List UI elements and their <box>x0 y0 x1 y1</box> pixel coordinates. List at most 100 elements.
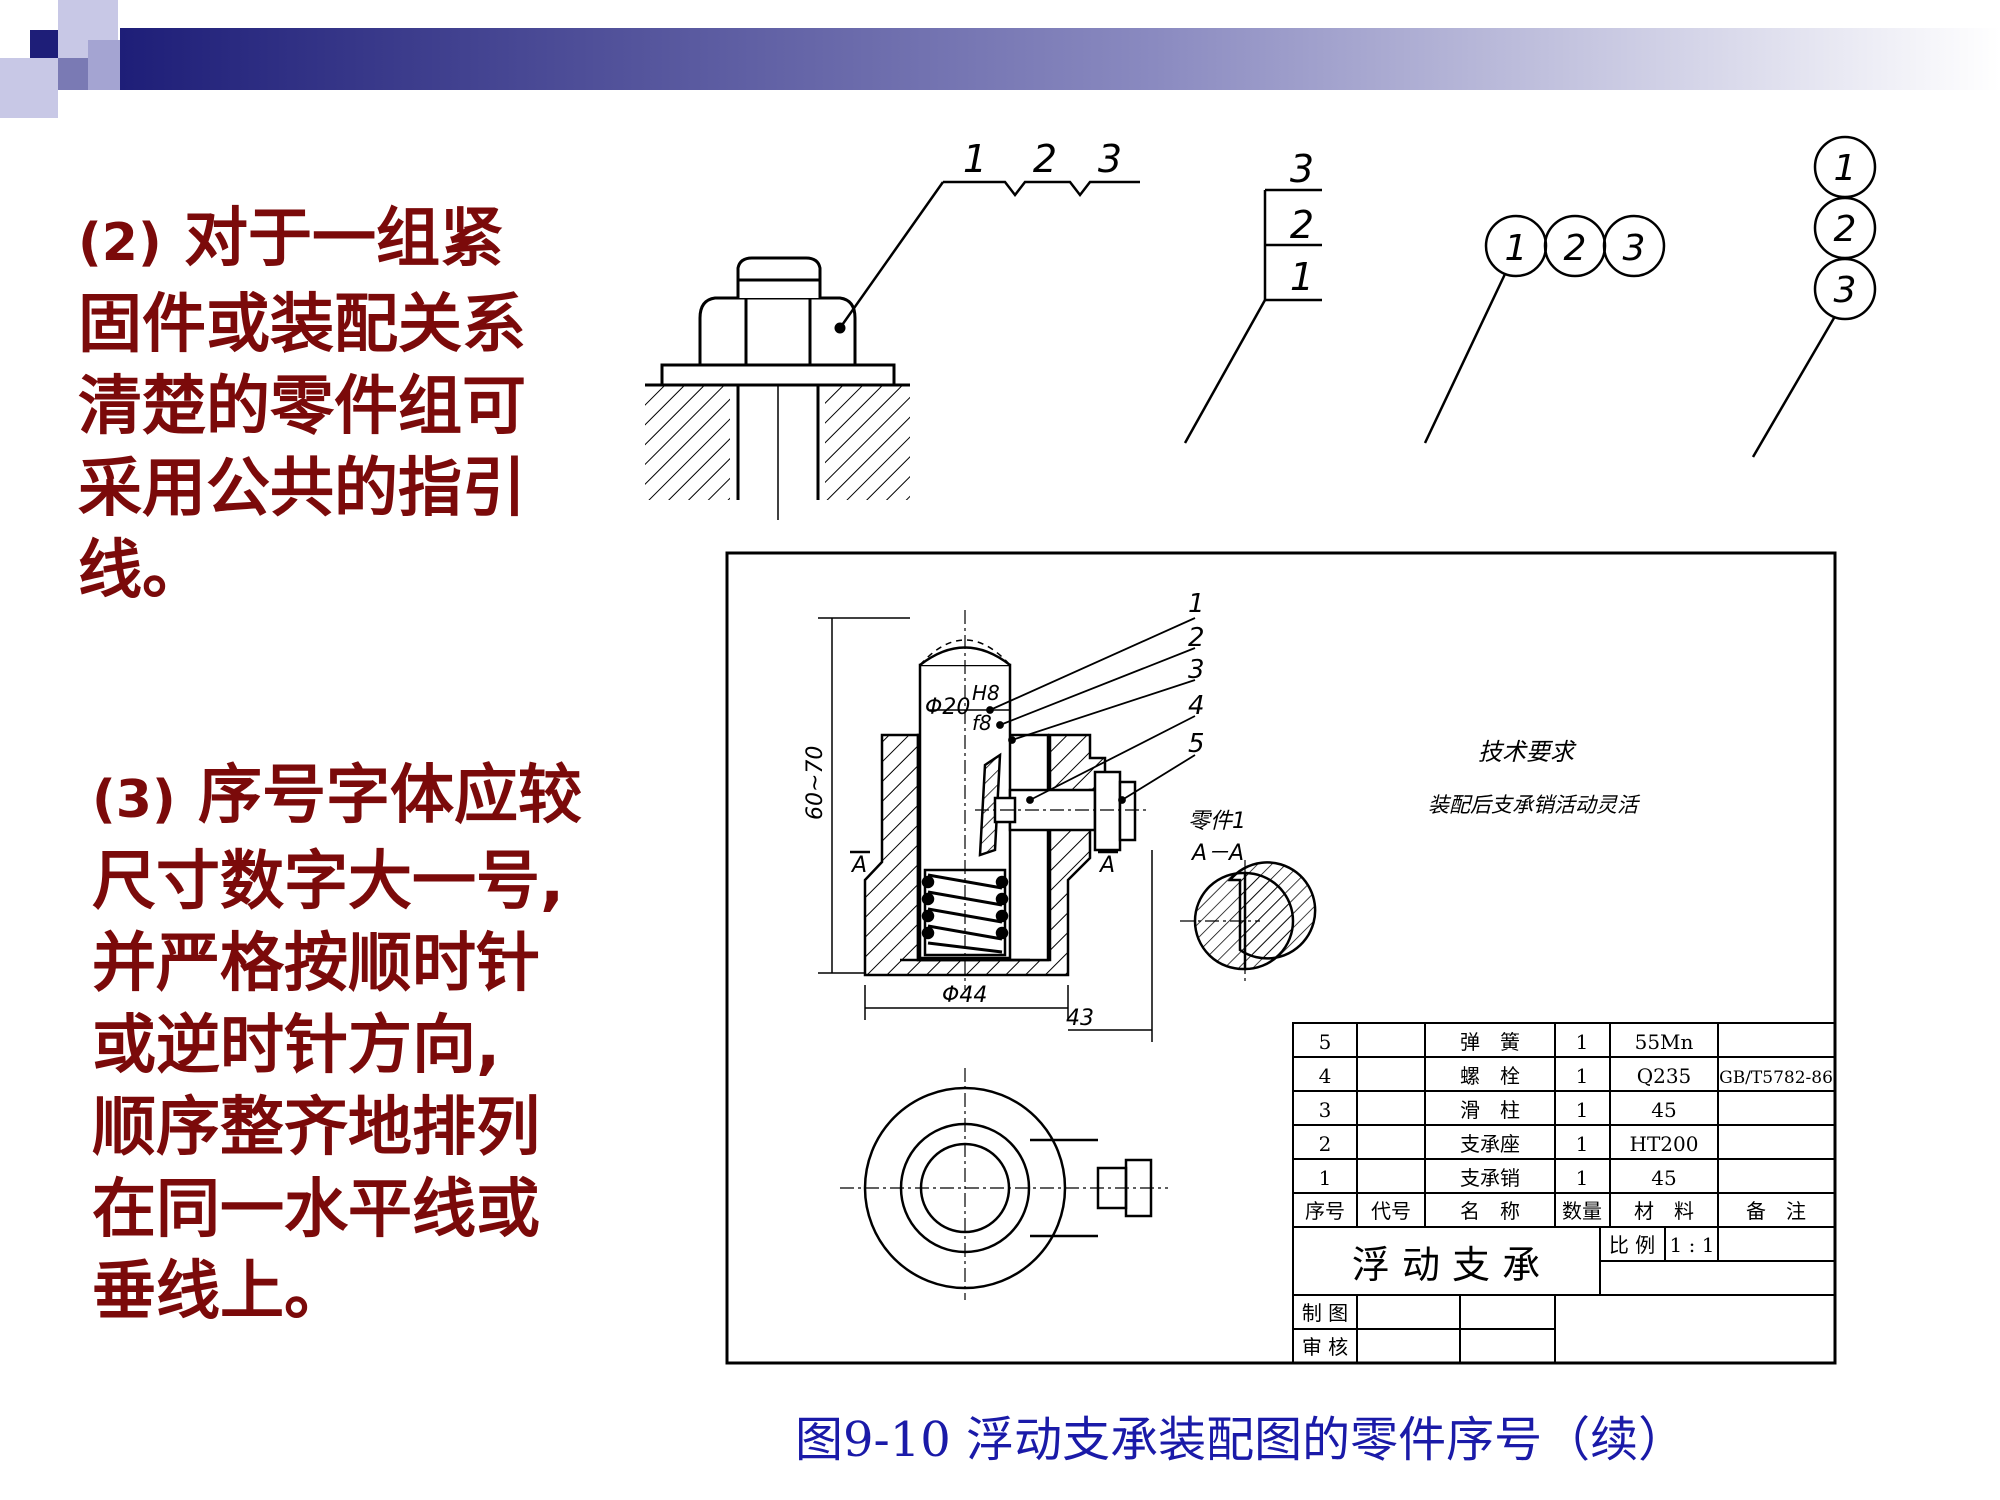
header-note: 备 注 <box>1746 1199 1806 1223</box>
row-name: 螺 栓 <box>1460 1064 1520 1088</box>
title-block: 浮 动 支 承 比 例 1 : 1 制 图 审 核 <box>1302 1233 1715 1359</box>
row-qty: 1 <box>1576 1064 1589 1088</box>
circle-col-label-2: 2 <box>1834 209 1857 250</box>
paragraph-2: (2) 对于一组紧 固件或装配关系 清楚的零件组可 采用公共的指引 线。 <box>78 198 526 612</box>
table-row: 3 滑 柱 1 45 <box>1319 1098 1677 1122</box>
paragraph-3-line-6: 在同一水平线或 <box>92 1173 540 1247</box>
drawing-title: 浮 动 支 承 <box>1352 1243 1540 1287</box>
section-mark-left: A <box>850 853 867 878</box>
header-code: 代号 <box>1371 1199 1411 1223</box>
paragraph-3-line-5: 顺序整齐地排列 <box>92 1091 540 1165</box>
stacked-label-3: 3 <box>1290 147 1314 191</box>
circle-row-label-3: 3 <box>1623 228 1646 269</box>
stacked-label-1: 1 <box>1290 255 1314 299</box>
header-no: 序号 <box>1305 1199 1345 1223</box>
row-no: 2 <box>1319 1132 1332 1156</box>
table-header-row: 序号 代号 名 称 数量 材 料 备 注 <box>1305 1199 1806 1223</box>
row-material: 55Mn <box>1635 1030 1694 1054</box>
assembly-frame <box>725 551 1837 1365</box>
row-no: 1 <box>1319 1166 1332 1190</box>
dim-fit-upper: H8 <box>972 681 1000 705</box>
paragraph-3: (3) 序号字体应较 尺寸数字大一号, 并严格按顺时针 或逆时针方向, 顺序整齐… <box>92 755 582 1333</box>
row-material: 45 <box>1651 1098 1676 1122</box>
row-qty: 1 <box>1576 1132 1589 1156</box>
paragraph-3-number: (3) <box>92 770 176 830</box>
row-no: 4 <box>1319 1064 1332 1088</box>
parts-table <box>1292 1022 1836 1364</box>
table-row: 2 支承座 1 HT200 <box>1319 1132 1699 1156</box>
bolt-labels: 1 2 3 <box>963 137 1122 181</box>
bolt-label-1: 1 <box>963 137 987 181</box>
row-material: 45 <box>1651 1166 1676 1190</box>
paragraph-2-text-1: 对于一组紧 <box>184 202 504 276</box>
row-name: 支承座 <box>1460 1132 1520 1156</box>
paragraph-2-number: (2) <box>78 213 162 273</box>
section-part-label: 零件1 <box>1188 809 1246 834</box>
row-no: 5 <box>1319 1030 1332 1054</box>
tech-requirements-title: 技术要求 <box>1478 738 1577 766</box>
front-section-view <box>850 610 1150 990</box>
leader-number-4: 4 <box>1188 691 1205 721</box>
header-qty: 数量 <box>1562 1199 1602 1223</box>
stacked-numbers-example <box>1183 188 1322 444</box>
circle-col-label-3: 3 <box>1834 270 1857 311</box>
dim-height: 60~70 <box>803 746 828 820</box>
paragraph-3-line-3: 并严格按顺时针 <box>92 927 540 1001</box>
dim-fit-lower: f8 <box>972 711 992 735</box>
top-view <box>840 1068 1168 1300</box>
assembly-leaders <box>986 617 1196 804</box>
dimension-texts: Φ20 H8 f8 60~70 Φ44 43 A A <box>803 681 1115 1031</box>
stacked-label-2: 2 <box>1290 203 1314 247</box>
figure-caption: 图9-10 浮动支承装配图的零件序号（续） <box>795 1412 1687 1468</box>
parts-table-rows: 5 弹 簧 1 55Mn 4 螺 栓 1 Q235 GB/T5782-86 3 … <box>1305 1030 1833 1223</box>
circle-row-label-1: 1 <box>1505 228 1528 269</box>
paragraph-3-text-1: 序号字体应较 <box>198 759 582 833</box>
paragraph-2-line-4: 采用公共的指引 <box>78 452 526 526</box>
assembly-leader-labels: 1 2 3 4 5 <box>1188 589 1205 759</box>
circle-col-label-1: 1 <box>1834 148 1857 189</box>
table-row: 5 弹 簧 1 55Mn <box>1319 1030 1694 1054</box>
drawn-label: 制 图 <box>1302 1301 1348 1325</box>
bolt-nut-example <box>645 180 1140 520</box>
section-mark-right: A <box>1098 853 1115 878</box>
row-qty: 1 <box>1576 1166 1589 1190</box>
dim-offset: 43 <box>1066 1006 1094 1031</box>
paragraph-2-line-3: 清楚的零件组可 <box>78 370 526 444</box>
row-no: 3 <box>1319 1098 1332 1122</box>
tech-requirements-note: 装配后支承销活动灵活 <box>1428 793 1641 817</box>
row-qty: 1 <box>1576 1030 1589 1054</box>
section-a-a-view <box>1180 860 1317 985</box>
dim-base-dia: Φ44 <box>942 983 987 1008</box>
row-name: 弹 簧 <box>1460 1030 1520 1054</box>
leader-number-1: 1 <box>1188 589 1205 619</box>
paragraph-3-line-1: (3) 序号字体应较 <box>92 755 582 841</box>
table-row: 1 支承销 1 45 <box>1319 1166 1677 1190</box>
row-name: 滑 柱 <box>1460 1098 1520 1122</box>
row-material: HT200 <box>1630 1132 1699 1156</box>
row-note: GB/T5782-86 <box>1719 1068 1833 1088</box>
scale-label: 比 例 <box>1609 1233 1655 1257</box>
row-qty: 1 <box>1576 1098 1589 1122</box>
row-material: Q235 <box>1637 1064 1692 1088</box>
leader-number-5: 5 <box>1188 729 1205 759</box>
scale-value: 1 : 1 <box>1670 1233 1715 1257</box>
paragraph-3-line-4: 或逆时针方向, <box>92 1009 501 1083</box>
section-a-a-label: A－A <box>1190 841 1244 866</box>
table-row: 4 螺 栓 1 Q235 GB/T5782-86 <box>1319 1064 1833 1088</box>
paragraph-2-line-2: 固件或装配关系 <box>78 288 526 362</box>
header-material: 材 料 <box>1634 1199 1694 1223</box>
leader-number-3: 3 <box>1188 655 1205 685</box>
circled-row-example <box>1423 214 1666 444</box>
header-name: 名 称 <box>1460 1199 1520 1223</box>
bolt-label-2: 2 <box>1033 137 1057 181</box>
row-name: 支承销 <box>1460 1166 1520 1190</box>
dim-fit-dia: Φ20 <box>925 695 970 720</box>
paragraph-2-line-1: (2) 对于一组紧 <box>78 198 526 284</box>
title-banner <box>0 0 2000 118</box>
checked-label: 审 核 <box>1302 1335 1348 1359</box>
paragraph-3-line-2: 尺寸数字大一号, <box>92 845 565 919</box>
circle-row-label-2: 2 <box>1564 228 1587 269</box>
leader-number-2: 2 <box>1188 623 1205 653</box>
bolt-label-3: 3 <box>1098 137 1122 181</box>
